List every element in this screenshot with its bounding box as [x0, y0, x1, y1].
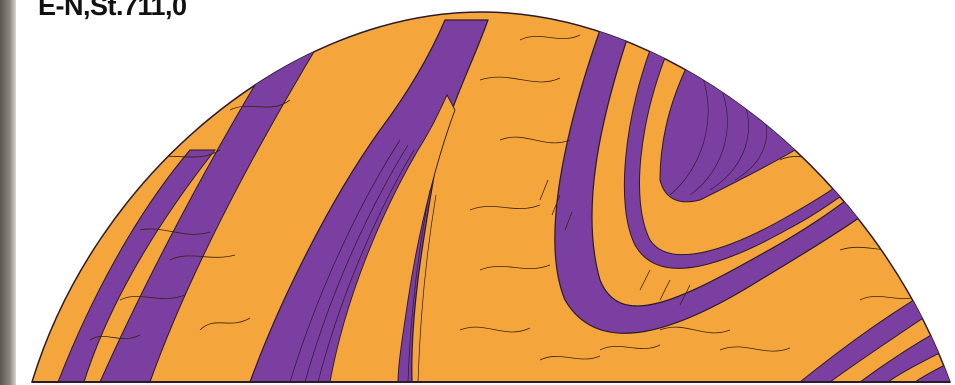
- fold-svg: [0, 0, 955, 385]
- fold-diagram: E-N,St.711,0: [0, 0, 955, 385]
